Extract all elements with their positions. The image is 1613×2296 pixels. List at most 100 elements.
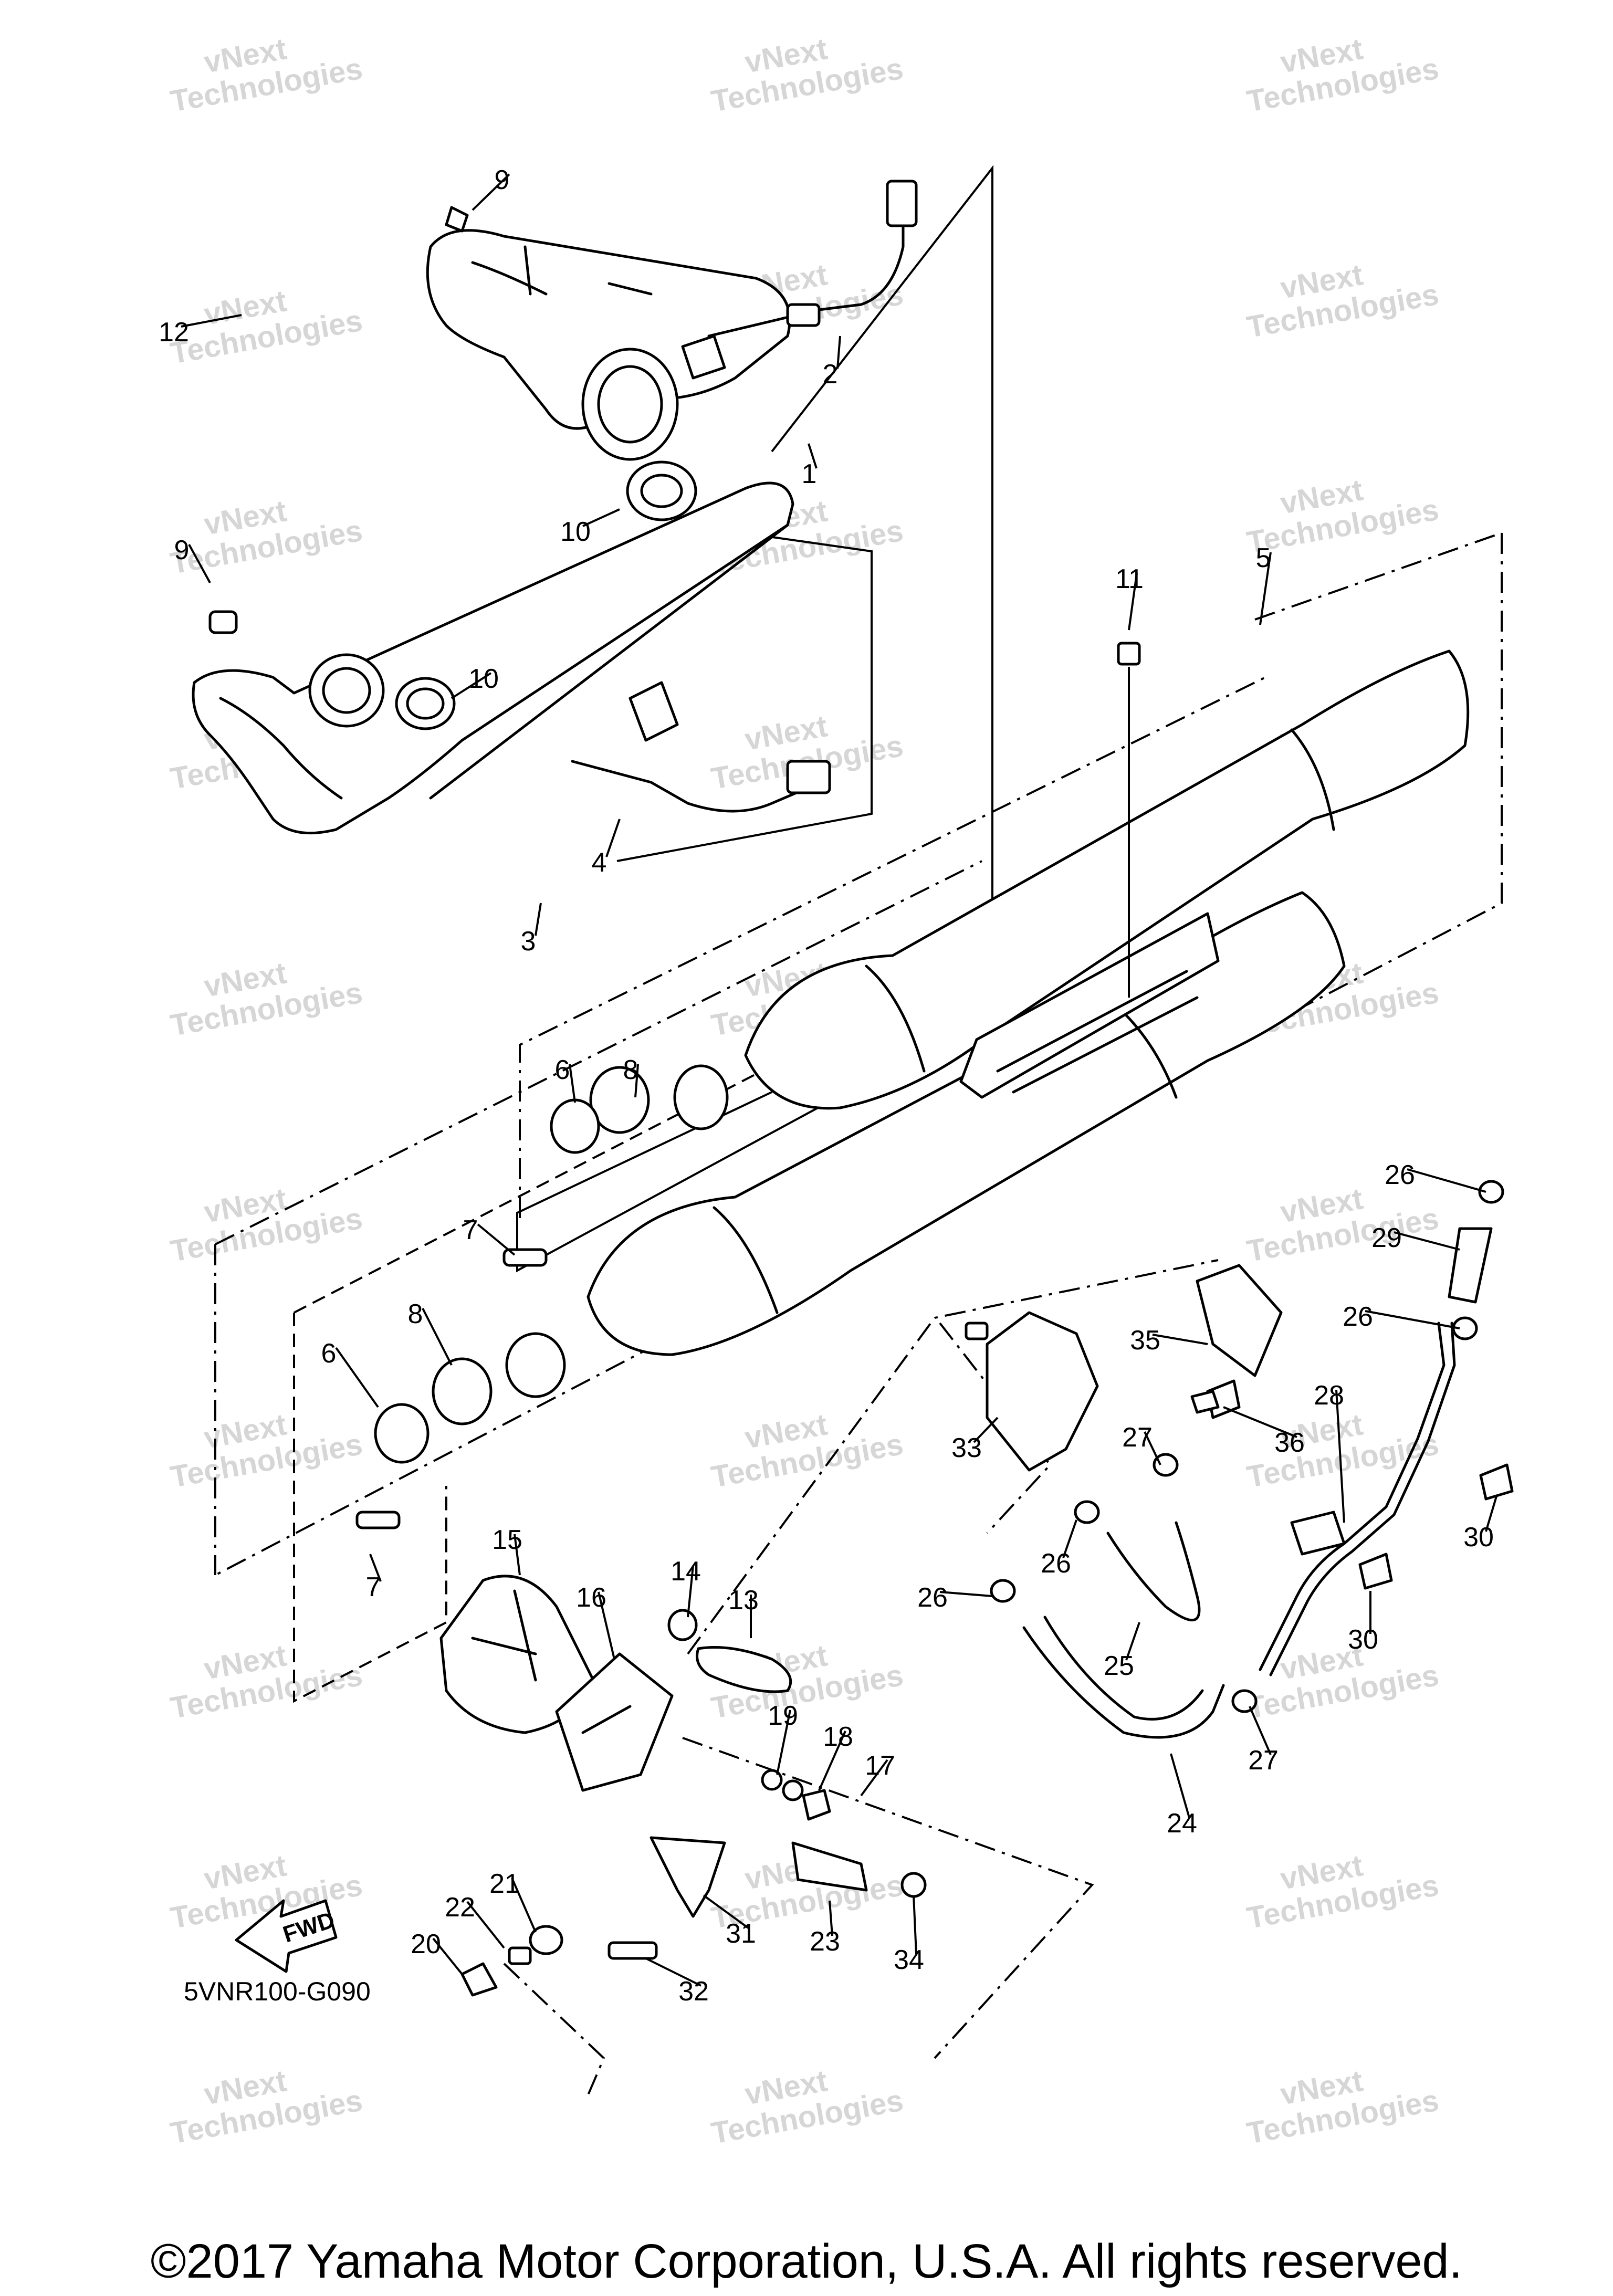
callout-leader (422, 1308, 453, 1366)
callout-leader (1249, 1706, 1272, 1755)
callout-leader (605, 819, 621, 857)
callout-number: 22 (445, 1892, 475, 1923)
callout-leader (634, 1064, 639, 1098)
callout-leader (829, 1900, 833, 1936)
callout-number: 14 (671, 1556, 701, 1587)
callout-leader (973, 1417, 999, 1443)
callout-leader (1170, 1753, 1190, 1818)
callout-number: 25 (1104, 1651, 1134, 1681)
callout-number: 15 (492, 1525, 522, 1555)
callout-number: 6 (555, 1055, 570, 1085)
callout-number: 21 (489, 1869, 520, 1899)
callout-number: 33 (951, 1433, 982, 1463)
callout-leader (836, 336, 841, 369)
callout-number: 36 (1274, 1428, 1305, 1458)
callout-leader (582, 508, 620, 527)
callout-number: 26 (1385, 1160, 1415, 1190)
callout-leader (1125, 1622, 1140, 1661)
callout-number: 26 (917, 1582, 948, 1613)
callout-leader (432, 1937, 463, 1975)
callout-number: 32 (678, 1976, 709, 2007)
callout-leader (1152, 1334, 1208, 1345)
callout-number: 16 (576, 1582, 606, 1613)
callout-leader (335, 1347, 379, 1408)
fwd-arrow: FWD (235, 1899, 338, 1973)
callout-leader (1259, 552, 1272, 625)
callout-leader (188, 544, 211, 583)
front-exhaust-pipe-assembly (426, 165, 993, 1273)
copyright-notice: ©2017 Yamaha Motor Corporation, U.S.A. A… (150, 2235, 1463, 2288)
callout-leader (645, 1957, 701, 1987)
callout-number: 29 (1371, 1223, 1402, 1253)
callout-leader (472, 173, 510, 211)
callout-leader (687, 1565, 694, 1618)
callout-layer: 1234566778899101011121314151617181920212… (159, 165, 1497, 2007)
callout-number: 28 (1314, 1380, 1344, 1411)
callout-number: 9 (495, 165, 510, 195)
gasket-10a (626, 460, 697, 521)
callout-number: 11 (1115, 564, 1144, 594)
callout-leader (1485, 1496, 1497, 1532)
callout-number: 5 (1256, 543, 1271, 573)
callout-leader (598, 1591, 615, 1660)
callout-leader (514, 1534, 521, 1576)
callout-number: 30 (1348, 1624, 1378, 1655)
callout-number: 17 (865, 1750, 895, 1781)
callout-number: 8 (408, 1299, 423, 1329)
callout-leader (913, 1895, 917, 1955)
callout-number: 3 (521, 926, 536, 957)
callout-number: 8 (623, 1055, 638, 1085)
callout-number: 2 (823, 359, 838, 390)
callout-number: 7 (463, 1215, 478, 1245)
callout-number: 7 (366, 1572, 381, 1602)
callout-number: 34 (894, 1945, 924, 1975)
callout-number: 9 (174, 535, 190, 565)
callout-leader (1407, 1168, 1486, 1193)
callout-number: 23 (810, 1926, 840, 1957)
callout-number: 1 (802, 459, 817, 489)
callout-leader (1394, 1231, 1460, 1251)
rear-exhaust-pipe-assembly (192, 481, 873, 862)
callout-leader (451, 672, 492, 699)
callout-leader (808, 443, 818, 469)
callout-leader (1365, 1310, 1460, 1329)
callout-leader (535, 903, 542, 936)
callout-number: 19 (768, 1701, 798, 1731)
callout-number: 10 (560, 517, 591, 547)
callout-number: 10 (468, 664, 499, 694)
callout-number: 24 (1167, 1808, 1197, 1839)
callout-leader (818, 1731, 846, 1791)
callout-number: 6 (321, 1338, 337, 1369)
callout-leader (181, 314, 242, 328)
callout-number: 13 (728, 1585, 759, 1616)
callout-number: 26 (1343, 1302, 1373, 1332)
callout-leader (1335, 1389, 1345, 1523)
callout-leader (477, 1223, 516, 1256)
callout-leader (776, 1710, 791, 1775)
callout-leader (369, 1554, 382, 1582)
callout-leader (939, 1591, 993, 1597)
callout-number: 35 (1130, 1325, 1160, 1356)
callout-number: 27 (1248, 1745, 1279, 1776)
callout-leader (1144, 1431, 1161, 1465)
callout-number: 31 (726, 1918, 756, 1949)
air-induction-assembly (439, 1180, 1514, 2095)
diagram-code: 5VNR100-G090 (184, 1977, 371, 2006)
callout-leader (703, 1894, 749, 1929)
callout-leader (1223, 1406, 1297, 1438)
callout-leader (860, 1759, 888, 1797)
callout-number: 20 (411, 1929, 441, 1959)
callout-leader (1128, 573, 1138, 631)
callout-leader (569, 1064, 576, 1103)
callout-number: 4 (592, 847, 607, 878)
callout-leader (466, 1901, 505, 1949)
muffler-assembly (214, 532, 1503, 1703)
callout-number: 27 (1122, 1422, 1153, 1453)
callout-leader (511, 1878, 537, 1933)
callout-number: 18 (823, 1722, 853, 1752)
gasket-10b (395, 677, 456, 730)
callout-number: 26 (1041, 1548, 1071, 1579)
callout-leader (1062, 1519, 1077, 1558)
callout-number: 12 (159, 317, 189, 348)
